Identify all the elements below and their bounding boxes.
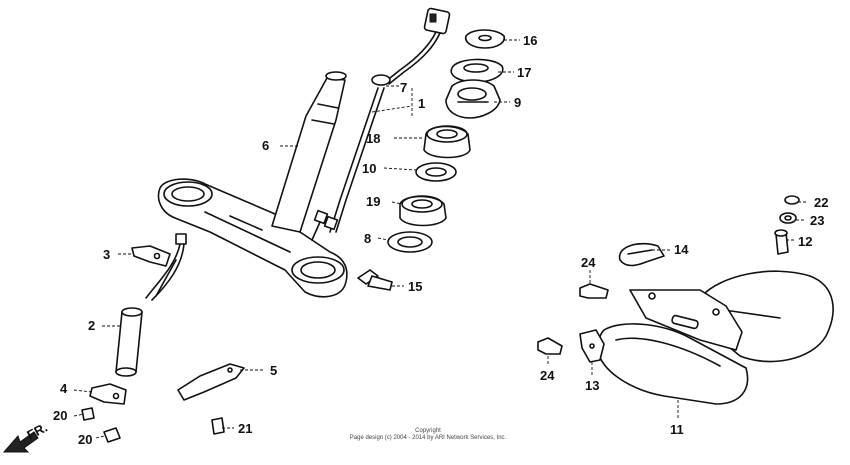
callout-23: 23 (810, 213, 824, 228)
copyright-notice: Copyright Page design (c) 2004 - 2014 by… (338, 428, 518, 442)
arrow-icon (2, 431, 39, 453)
steering-stem (157, 71, 348, 298)
callout-12: 12 (798, 234, 812, 249)
callout-22: 22 (814, 195, 828, 210)
callout-19: 19 (366, 194, 380, 209)
callout-4: 4 (60, 381, 68, 396)
front-direction-marker: FR. (2, 420, 50, 453)
leader-lines (73, 39, 808, 439)
callout-16: 16 (523, 33, 537, 48)
callout-10: 10 (362, 161, 376, 176)
front-fender-bracket (597, 270, 834, 405)
bearing-stack (387, 29, 506, 253)
callout-13: 13 (585, 378, 599, 393)
copyright-line-1: Copyright (415, 428, 441, 434)
callout-20-lower: 20 (78, 432, 92, 447)
bolt-15 (357, 269, 393, 291)
callout-17: 17 (517, 65, 531, 80)
callout-14: 14 (674, 242, 689, 257)
callout-5: 5 (270, 363, 277, 378)
copyright-line-2: Page design (c) 2004 - 2014 by ARI Netwo… (349, 435, 507, 441)
ignition-wire-harness (311, 7, 451, 241)
callout-6: 6 (262, 138, 269, 153)
callout-21: 21 (238, 421, 252, 436)
callout-18: 18 (366, 131, 380, 146)
callout-11: 11 (670, 422, 684, 437)
callout-7: 7 (400, 80, 407, 95)
callout-2: 2 (88, 318, 95, 333)
callout-3: 3 (103, 247, 110, 262)
left-parts (81, 233, 245, 443)
right-small-parts (537, 195, 800, 363)
callout-15: 15 (408, 279, 422, 294)
callout-8: 8 (364, 231, 371, 246)
callout-24-upper: 24 (581, 255, 596, 270)
callout-1: 1 (418, 96, 425, 111)
callout-numbers: 16 17 9 7 1 18 10 19 8 15 6 3 2 4 20 20 … (53, 33, 828, 447)
callout-24-lower: 24 (540, 368, 555, 383)
callout-20-upper: 20 (53, 408, 67, 423)
callout-9: 9 (514, 95, 521, 110)
